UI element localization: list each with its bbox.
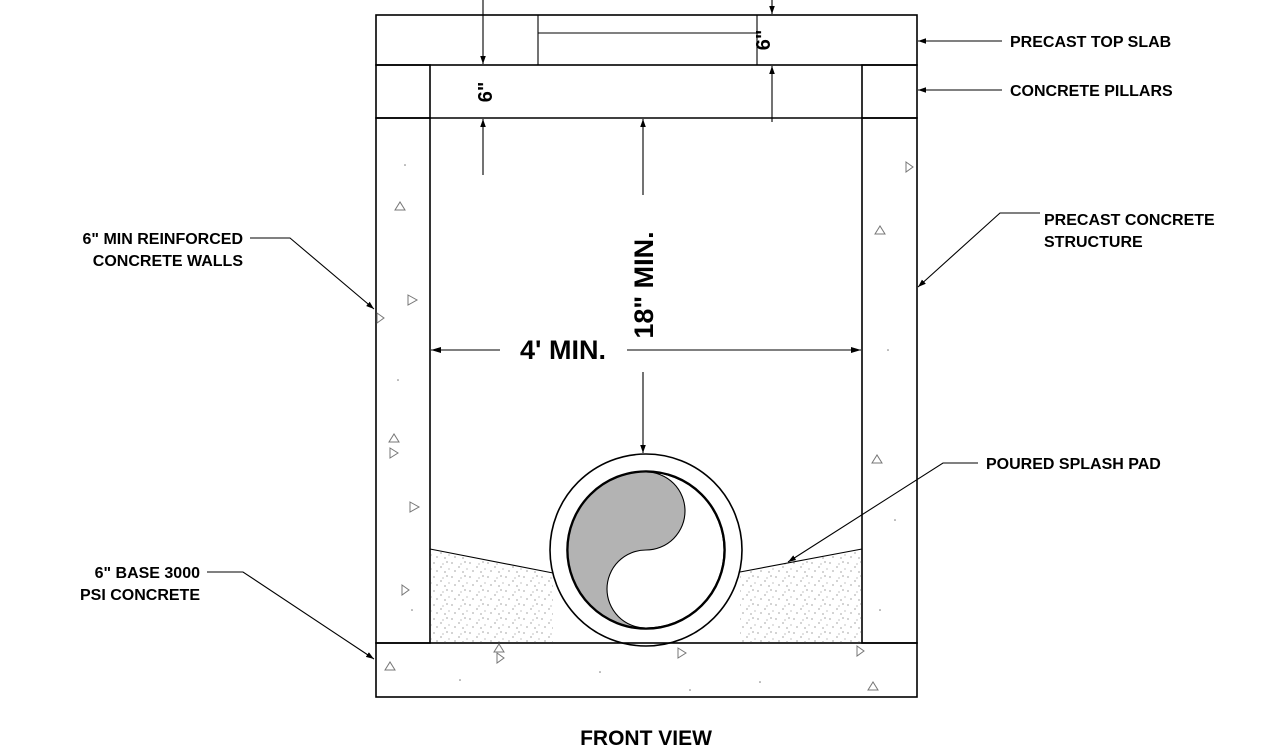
dimension-interior-height: 18" MIN.	[629, 119, 659, 453]
reinforced-walls-label-1: 6" MIN REINFORCED	[83, 231, 243, 248]
precast-top-slab	[375, 14, 918, 66]
dimension-slab-thickness-left: 6"	[475, 0, 497, 175]
precast-concrete-structure-label-2: STRUCTURE	[1044, 234, 1143, 251]
aggregate-marks	[376, 161, 914, 691]
interior-width-label: 4' MIN.	[520, 335, 606, 365]
splash-pad	[429, 548, 863, 643]
dimension-interior-width: 4' MIN.	[431, 335, 861, 365]
reinforced-walls-label-2: CONCRETE WALLS	[93, 253, 244, 270]
concrete-pillars	[375, 64, 918, 119]
leader-concrete-pillars: CONCRETE PILLARS	[918, 83, 1173, 100]
base-label-2: PSI CONCRETE	[80, 587, 200, 604]
precast-concrete-structure-label-1: PRECAST CONCRETE	[1044, 212, 1215, 229]
precast-top-slab-label: PRECAST TOP SLAB	[1010, 34, 1171, 51]
leader-poured-splash-pad: POURED SPLASH PAD	[787, 456, 1161, 563]
base-slab	[375, 642, 918, 698]
view-title: FRONT VIEW	[580, 727, 712, 750]
base-label-1: 6" BASE 3000	[95, 565, 201, 582]
leader-base: 6" BASE 3000 PSI CONCRETE	[80, 565, 375, 660]
slab-thickness-left-label: 6"	[475, 82, 497, 103]
concrete-pillars-label: CONCRETE PILLARS	[1010, 83, 1173, 100]
leader-precast-top-slab: PRECAST TOP SLAB	[918, 34, 1171, 51]
leader-reinforced-walls: 6" MIN REINFORCED CONCRETE WALLS	[83, 231, 375, 310]
poured-splash-pad-label: POURED SPLASH PAD	[986, 456, 1161, 473]
leader-precast-concrete-structure: PRECAST CONCRETE STRUCTURE	[917, 212, 1215, 288]
dimension-slab-thickness-right: 6"	[753, 0, 775, 122]
interior-height-label: 18" MIN.	[629, 231, 659, 338]
pipe	[549, 453, 743, 647]
slab-thickness-right-label: 6"	[753, 30, 775, 51]
